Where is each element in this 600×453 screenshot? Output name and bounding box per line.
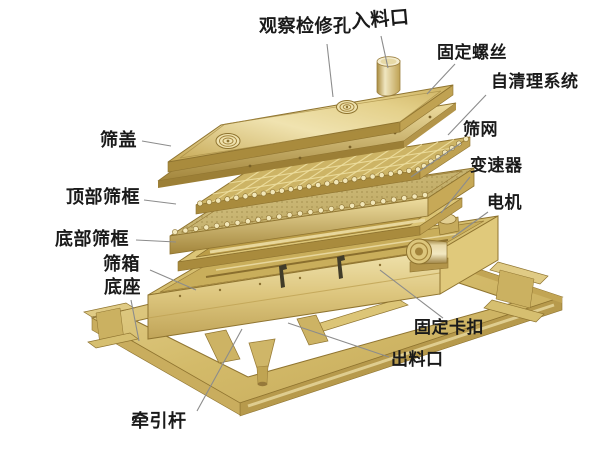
label-base: 底座 [104,277,141,298]
box-support-bracket [204,329,241,364]
base-right-leg [483,261,549,323]
cleaning-balls-row [172,192,428,235]
box-support-bracket [296,314,329,346]
leader-fixing-screws [426,63,456,95]
label-discharge-outlet: 出料口 [391,350,444,370]
leader-gearbox [440,176,471,214]
label-screen-cover: 筛盖 [100,130,137,151]
cleaning-balls-row [421,136,469,169]
leader-screen-cover [141,140,172,147]
label-bottom-screen-frame: 底部筛框 [55,229,129,250]
base-part [83,242,564,417]
leader-feed-inlet [380,35,389,69]
label-self-cleaning-system: 自清理系统 [491,72,579,92]
leader-fixing-clamp [379,269,444,319]
label-traction-rod: 牵引杆 [131,411,187,432]
screen-cover-part [157,56,457,188]
leader-lines [130,35,489,412]
leader-screen-box [149,269,197,291]
top-screen-frame-part [169,167,475,255]
inspection-hole-part [215,100,358,149]
label-fixing-screws: 固定螺丝 [437,43,507,63]
label-top-screen-frame: 顶部筛框 [66,187,140,208]
screen-mesh-part [170,168,474,236]
leader-screen-mesh [410,142,462,178]
leader-inspection-hole [326,43,334,98]
discharge-outlet-part [248,338,276,387]
feed-inlet-part [376,56,401,97]
cleaning-grid [211,139,455,203]
leader-base [130,299,140,342]
base-left-leg [83,302,139,349]
leader-self-cleaning [447,94,487,136]
leader-top-screen-frame [143,199,177,205]
label-screen-mesh: 筛网 [463,120,498,140]
leader-traction-rod [196,328,243,412]
leader-discharge-outlet [287,322,390,358]
self-cleaning-system-part [195,136,471,215]
leader-motor [451,211,489,239]
label-fixing-clamp: 固定卡扣 [414,318,484,338]
cleaning-balls-row [197,166,421,207]
label-inspection-hole: 观察检修孔 [259,16,352,37]
motor-part [406,238,449,273]
label-motor: 电机 [487,193,522,213]
label-screen-box: 筛箱 [103,254,140,275]
leader-bottom-screen-frame [135,239,177,243]
label-gearbox: 变速器 [470,156,523,176]
